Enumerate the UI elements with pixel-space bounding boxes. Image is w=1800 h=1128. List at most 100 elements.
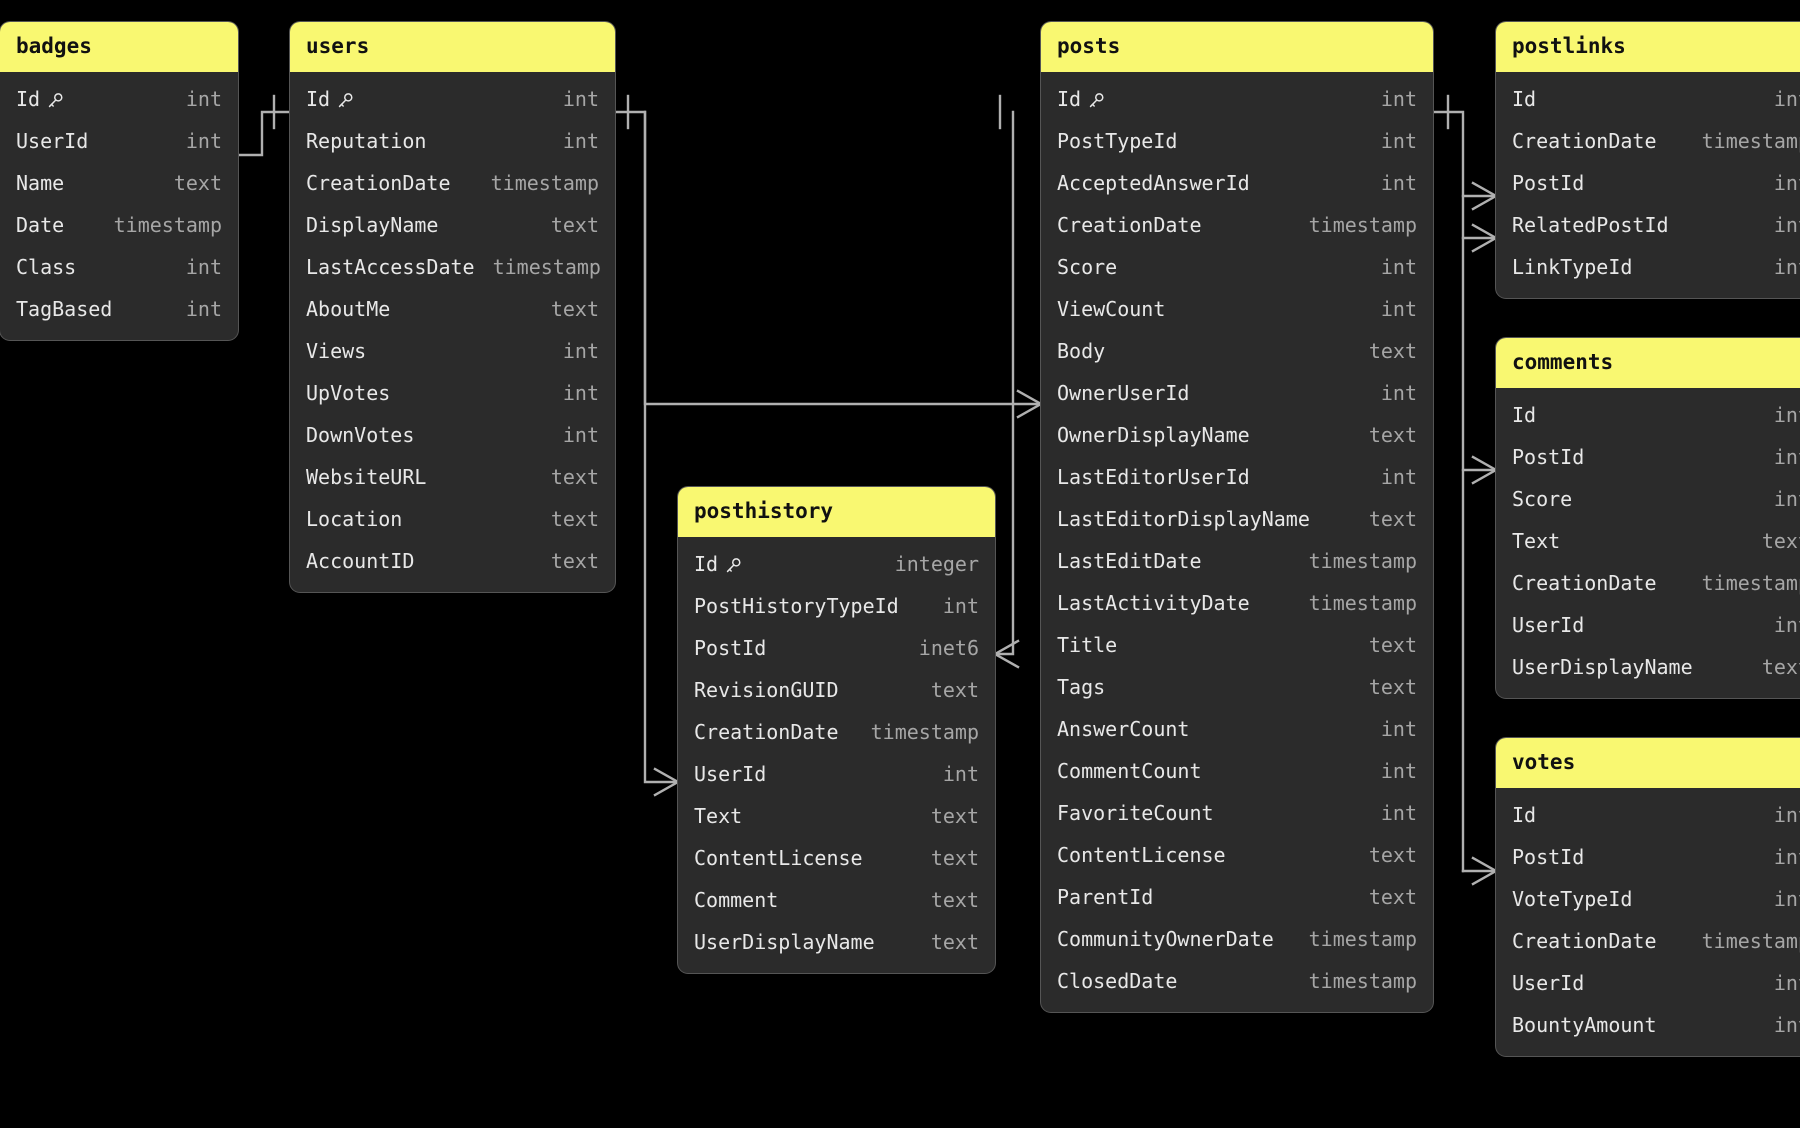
field-name: CreationDate [1512,129,1657,153]
field-row[interactable]: PostIdint [1496,162,1800,204]
field-row[interactable]: PostIdint [1496,436,1800,478]
field-row[interactable]: Id int [1496,394,1800,436]
field-type: int [1773,403,1800,427]
field-name: OwnerUserId [1057,381,1190,405]
field-name: Score [1057,255,1118,279]
field-row[interactable]: PostIdint [1496,836,1800,878]
field-name-wrapper: Id [306,87,354,111]
field-name: Id [1512,403,1537,427]
field-name-wrapper: LastEditDate [1057,549,1202,573]
field-name-wrapper: UserId [16,129,88,153]
field-row[interactable]: BountyAmountint [1496,1004,1800,1046]
field-type: timestamp [1308,213,1417,237]
field-name-wrapper: WebsiteURL [306,465,426,489]
table-card-votes[interactable]: votesIdintPostIdintVoteTypeIdintCreation… [1496,738,1800,1056]
field-type: int [1773,1013,1800,1037]
field-name-wrapper: PostId [1512,171,1584,195]
field-name: ParentId [1057,885,1154,909]
field-type: text [930,888,979,912]
field-type: text [930,804,979,828]
field-name: Id [694,552,719,576]
field-row[interactable]: LinkTypeIdint [1496,246,1800,288]
table-card-comments[interactable]: commentsIdintPostIdintScoreintTexttextCr… [1496,338,1800,698]
field-name-wrapper: TagBased [16,297,112,321]
field-row[interactable]: RelatedPostIdint [1496,204,1800,246]
field-type: text [550,465,599,489]
field-name-wrapper: UserId [1512,613,1584,637]
table-title-users: users [290,22,615,72]
field-name: CommentCount [1057,759,1202,783]
table-card-postlinks[interactable]: postlinksIdintCreationDatetimestampPostI… [1496,22,1800,298]
field-row[interactable]: WebsiteURL text [290,456,615,498]
field-row[interactable]: VoteTypeIdint [1496,878,1800,920]
field-type: int [1380,87,1417,111]
field-name-wrapper: Date [16,213,64,237]
field-type: int [1380,465,1417,489]
